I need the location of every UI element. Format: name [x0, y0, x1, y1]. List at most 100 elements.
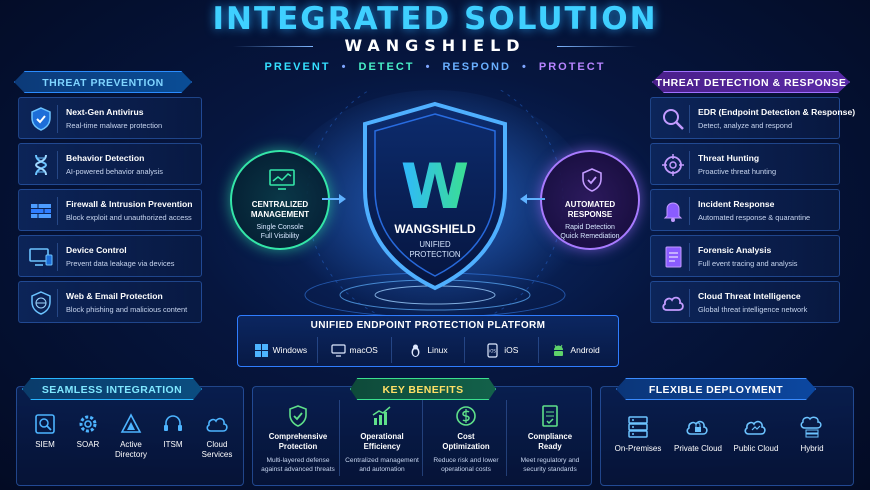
bell-icon	[663, 202, 683, 222]
circle-title: AUTOMATED RESPONSE	[542, 200, 638, 220]
benefit-description-line: Reduce risk and lower	[433, 457, 499, 464]
integration-label-line: Cloud	[206, 440, 228, 449]
integration-label: Active Directory	[108, 440, 154, 460]
item-description: Prevent data leakage via devices	[66, 259, 175, 268]
benefit-description-line: operational costs	[441, 466, 491, 473]
benefit-title-line: Comprehensive	[268, 432, 328, 441]
threat-prevention-list: Next-Gen Antivirus Real-time malware pro…	[18, 97, 202, 327]
arrow-right-icon	[322, 194, 346, 204]
item-description: Global threat intelligence network	[698, 305, 808, 314]
cloud-lock-icon	[686, 420, 708, 435]
shield-check-icon	[31, 107, 51, 131]
list-item-web-email-protection: Web & Email Protection Block phishing an…	[18, 281, 202, 323]
linux-penguin-icon	[411, 344, 420, 357]
os-item-android: Android	[539, 337, 612, 363]
deployment-label: Private Cloud	[673, 444, 723, 453]
benefits-divider	[422, 400, 423, 476]
integration-label: SIEM	[26, 440, 64, 450]
key-benefits-panel	[252, 386, 592, 486]
checklist-document-icon	[542, 405, 558, 427]
threat-detection-header: THREAT DETECTION & RESPONSE	[652, 71, 850, 93]
item-description: Proactive threat hunting	[698, 167, 777, 176]
integration-item-active-directory: Active Directory	[108, 412, 154, 460]
benefit-title-line: Cost	[457, 432, 475, 441]
dollar-coin-icon	[456, 406, 476, 426]
circle-title-line: RESPONSE	[567, 210, 613, 219]
windows-icon	[254, 343, 268, 357]
os-label: Windows	[272, 345, 308, 355]
siem-icon	[35, 414, 55, 434]
wangshield-shield-emblem: W	[363, 101, 507, 291]
benefit-item-operational-efficiency: Operational Efficiency Centralized manag…	[340, 404, 424, 474]
item-divider	[689, 289, 690, 317]
benefit-description: Centralized management and automation	[340, 456, 424, 474]
flexible-deployment-header: FLEXIBLE DEPLOYMENT	[616, 378, 816, 400]
item-divider	[689, 197, 690, 225]
platform-title: UNIFIED ENDPOINT PROTECTION PLATFORM	[310, 320, 546, 331]
item-divider	[57, 197, 58, 225]
item-divider	[57, 105, 58, 133]
tagline-prevent: PREVENT	[264, 61, 331, 73]
benefit-title-line: Ready	[538, 442, 562, 451]
threat-detection-list: EDR (Endpoint Detection & Response) Dete…	[650, 97, 855, 327]
benefit-description-line: against advanced threats	[261, 466, 335, 473]
circle-title: CENTRALIZED MANAGEMENT	[232, 200, 328, 220]
list-item-firewall: Firewall & Intrusion Prevention Block ex…	[18, 189, 202, 231]
integration-label-line: SOAR	[76, 440, 100, 449]
dna-icon	[34, 154, 48, 176]
monitor-icon	[330, 343, 346, 357]
list-item-device-control: Device Control Prevent data leakage via …	[18, 235, 202, 277]
item-title: Cloud Threat Intelligence	[698, 291, 801, 301]
item-title: Firewall & Intrusion Prevention	[66, 199, 193, 209]
tagline-protect: PROTECT	[538, 61, 606, 73]
benefit-description: Multi-layered defense against advanced t…	[256, 456, 340, 474]
tagline-separator: •	[341, 61, 348, 73]
item-title: Behavior Detection	[66, 153, 145, 163]
active-directory-icon	[120, 413, 142, 433]
document-icon	[665, 246, 682, 268]
arrow-left-icon	[520, 194, 545, 204]
subtitle-divider-right	[557, 46, 637, 47]
benefit-title: Operational Efficiency	[340, 432, 424, 452]
os-label: iOS	[504, 345, 519, 355]
list-item-next-gen-antivirus: Next-Gen Antivirus Real-time malware pro…	[18, 97, 202, 139]
deployment-item-on-premises: On-Premises	[608, 414, 668, 454]
deployment-item-public-cloud: Public Cloud	[726, 414, 786, 454]
deployment-item-hybrid: Hybrid	[782, 414, 842, 454]
benefit-title-line: Optimization	[442, 442, 490, 451]
item-divider	[57, 151, 58, 179]
list-item-behavior-detection: Behavior Detection AI-powered behavior a…	[18, 143, 202, 185]
subtitle-divider-left	[233, 46, 313, 47]
deployment-label: On-Premises	[614, 444, 662, 453]
centralized-management-circle: CENTRALIZED MANAGEMENT Single Console Fu…	[230, 150, 330, 250]
item-title: Device Control	[66, 245, 127, 255]
benefit-item-compliance-ready: Compliance Ready Meet regulatory and sec…	[508, 404, 592, 474]
circle-description-line: Single Console	[256, 224, 304, 231]
phone-icon: iOS	[487, 342, 498, 358]
os-item-windows: Windows	[244, 337, 318, 363]
benefit-description-line: Centralized management	[345, 457, 419, 464]
benefit-title: Cost Optimization	[424, 432, 508, 452]
tagline: PREVENT • DETECT • RESPOND • PROTECT	[0, 61, 870, 73]
benefit-description-line: Multi-layered defense	[266, 457, 330, 464]
os-item-ios: iOS iOS	[465, 337, 540, 363]
benefit-description-line: and automation	[359, 466, 405, 473]
platform-panel	[237, 315, 619, 367]
integration-label: Cloud Services	[195, 440, 239, 460]
item-title: Next-Gen Antivirus	[66, 107, 144, 117]
item-divider	[689, 105, 690, 133]
item-description: Block exploit and unauthorized access	[66, 213, 192, 222]
item-description: Block phishing and malicious content	[66, 305, 188, 314]
hybrid-cloud-server-icon	[800, 416, 822, 438]
integration-item-siem: SIEM	[26, 412, 64, 450]
benefit-description: Meet regulatory and security standards	[508, 456, 592, 474]
list-item-edr: EDR (Endpoint Detection & Response) Dete…	[650, 97, 855, 139]
cloud-icon	[744, 420, 766, 435]
magnifier-icon	[663, 109, 684, 130]
benefit-item-comprehensive-protection: Comprehensive Protection Multi-layered d…	[256, 404, 340, 474]
integration-label: SOAR	[69, 440, 107, 450]
circle-description: Single Console Full Visibility	[232, 223, 328, 241]
web-shield-icon	[31, 291, 51, 315]
benefits-divider	[506, 400, 507, 476]
shield-brand-subtitle-line: PROTECTION	[409, 250, 461, 259]
